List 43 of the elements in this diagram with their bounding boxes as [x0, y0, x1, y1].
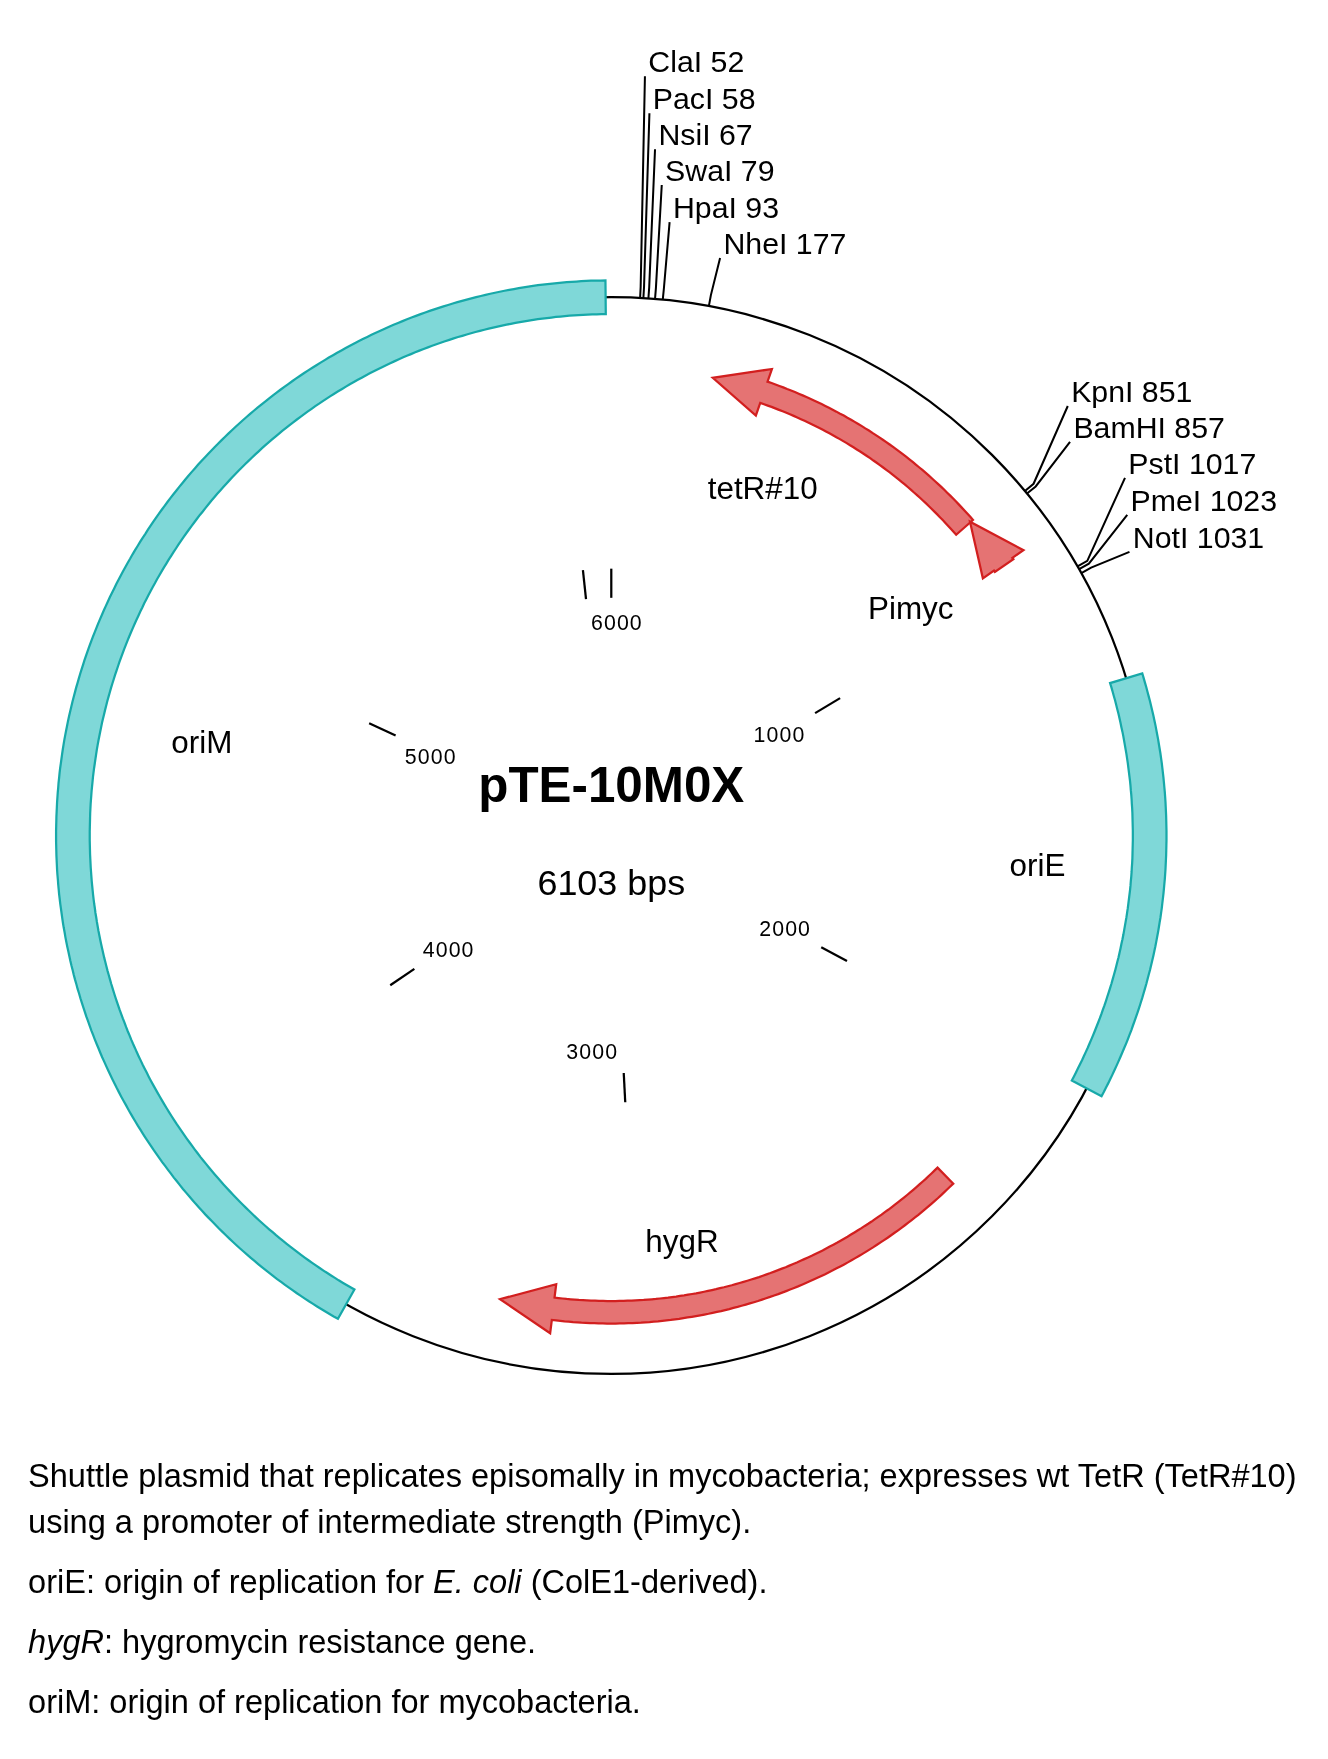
feature-arrow — [710, 367, 975, 537]
tick-label: 6000 — [590, 611, 643, 634]
tick-label: 4000 — [422, 939, 475, 961]
restriction-site-label: SwaI 79 — [665, 156, 775, 187]
restriction-site-label: PstI 1017 — [1128, 449, 1257, 480]
feature-arrow — [497, 1166, 955, 1336]
leader-line — [1077, 477, 1126, 568]
restriction-site-label: PmeI 1023 — [1130, 486, 1278, 517]
restriction-site-label: NheI 177 — [723, 229, 847, 260]
leader-line — [707, 257, 722, 307]
leader-line — [654, 185, 663, 300]
feature-label: Pimyc — [868, 593, 954, 625]
restriction-site-label: NsiI 67 — [658, 120, 753, 151]
restriction-site-label: HpaI 93 — [672, 193, 780, 224]
feature-band — [1070, 671, 1168, 1098]
leader-line — [1024, 405, 1069, 492]
feature-label: oriE — [1009, 850, 1066, 882]
note-text: oriM: origin of replication for mycobacteria. — [28, 1682, 642, 1722]
restriction-site-label: PacI 58 — [652, 84, 756, 115]
caption-text: Shuttle plasmid that replicates episomally in mycobacteria; expresses wt TetR (TetR#10) using a promoter of intermediate strength (Pimyc). — [28, 1457, 1298, 1542]
note-text: oriE: origin of replication for E. coli (ColE1-derived). — [28, 1562, 769, 1602]
plasmid-name: pTE-10M0X — [478, 760, 745, 810]
feature-label: oriM — [171, 726, 233, 759]
restriction-site-label: KpnI 851 — [1071, 377, 1193, 408]
feature-label: tetR#10 — [707, 473, 818, 505]
leader-line — [1078, 514, 1129, 571]
leader-line — [661, 222, 671, 300]
tick-label: 5000 — [404, 746, 457, 768]
size-label: 6103 bps — [537, 864, 686, 901]
feature-label: hygR — [645, 1225, 719, 1258]
leader-line — [639, 76, 646, 299]
note-text: hygR: hygromycin resistance gene. — [28, 1622, 538, 1662]
leader-line — [1026, 441, 1071, 495]
restriction-site-label: BamHI 857 — [1073, 413, 1225, 444]
tick-label: 3000 — [566, 1041, 619, 1063]
leader-line — [647, 149, 657, 299]
tick-label: 1000 — [753, 724, 806, 746]
restriction-site-label: NotI 1031 — [1132, 523, 1265, 554]
tick-label: 2000 — [759, 918, 812, 940]
feature-arrow — [968, 519, 1026, 581]
leader-line — [1080, 550, 1130, 575]
leader-line — [642, 113, 651, 299]
restriction-site-label: ClaI 52 — [648, 47, 745, 78]
